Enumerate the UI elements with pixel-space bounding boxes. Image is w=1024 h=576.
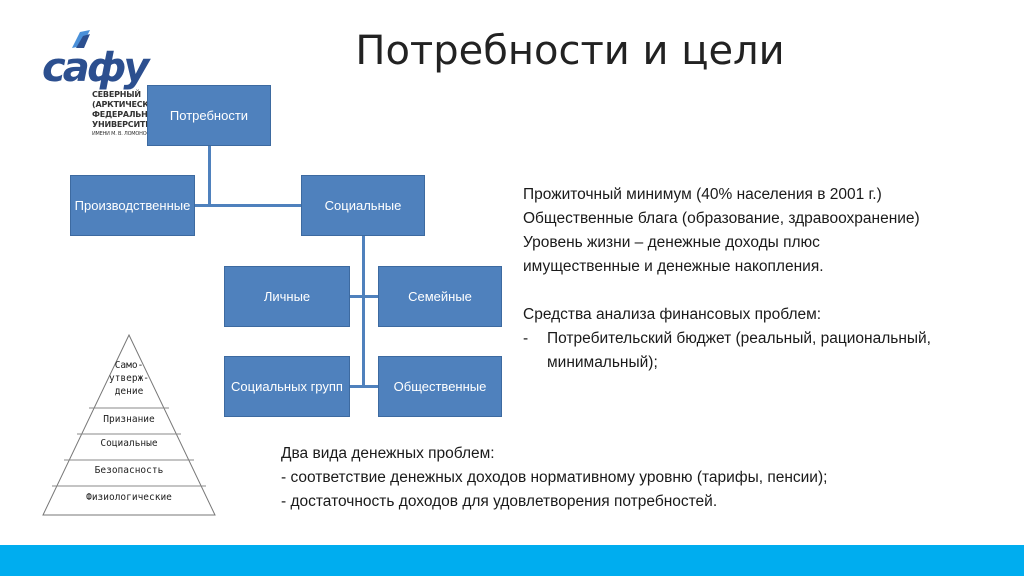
pyramid-level-social: Социальные — [100, 438, 158, 449]
analysis-heading: Средства анализа финансовых проблем: — [523, 306, 822, 323]
box-needs: Потребности — [147, 85, 271, 146]
box-family: Семейные — [378, 266, 502, 327]
slide-title: Потребности и цели — [355, 28, 785, 74]
pyramid-outline — [42, 333, 216, 516]
pyramid-level-recognition: Признание — [103, 414, 155, 425]
right-text-block: Прожиточный минимум (40% населения в 200… — [523, 183, 993, 375]
pyramid-level-physiological: Физиологические — [86, 492, 172, 503]
pyramid-level-self: дение — [114, 386, 144, 397]
maslow-pyramid: Само- утверж- дение Признание Социальные… — [42, 333, 216, 516]
connector — [208, 146, 211, 206]
connector — [362, 236, 365, 388]
pyramid-level-safety: Безопасность — [94, 465, 164, 476]
box-public: Общественные — [378, 356, 502, 417]
logo-university-name: Северный (Арктический) федеральный униве… — [92, 90, 188, 138]
text-line: - соответствие денежных доходов норматив… — [281, 469, 828, 486]
logo-book-icon — [72, 30, 90, 48]
connector — [195, 204, 301, 207]
text-line: - достаточность доходов для удовлетворен… — [281, 493, 718, 510]
text-line: Общественные блага (образование, здравоо… — [523, 210, 920, 227]
logo-line: Северный — [92, 90, 141, 99]
bullet-item: - Потребительский бюджет (реальный, раци… — [523, 327, 993, 375]
connector — [350, 295, 378, 298]
text-line: Уровень жизни – денежные доходы плюс — [523, 234, 820, 251]
box-social-groups: Социальных групп — [224, 356, 350, 417]
spacer — [523, 279, 993, 303]
logo-line: университет — [92, 120, 156, 129]
box-social: Социальные — [301, 175, 425, 236]
university-logo: сафу Северный (Арктический) федеральный … — [42, 26, 165, 146]
box-production: Производственные — [70, 175, 195, 236]
logo-wordmark: сафу — [42, 45, 149, 91]
text-line: имущественные и денежные накопления. — [523, 258, 824, 275]
pyramid-level-self: утверж- — [108, 373, 150, 384]
connector — [350, 385, 378, 388]
bullet-dash: - — [523, 330, 529, 347]
text-line: Прожиточный минимум (40% населения в 200… — [523, 186, 882, 203]
logo-line: (Арктический) — [92, 100, 166, 109]
logo-line-sub: имени М. В. Ломоносова — [92, 131, 160, 137]
text-line: Два вида денежных проблем: — [281, 445, 495, 462]
bullet-line: Потребительский бюджет (реальный, рацион… — [547, 330, 931, 347]
bottom-text-block: Два вида денежных проблем: - соответстви… — [281, 442, 981, 514]
bullet-line: минимальный); — [547, 354, 658, 371]
pyramid-level-self: Само- — [114, 360, 144, 371]
bottom-accent-bar — [0, 545, 1024, 576]
box-personal: Личные — [224, 266, 350, 327]
logo-line: федеральный — [92, 110, 163, 119]
